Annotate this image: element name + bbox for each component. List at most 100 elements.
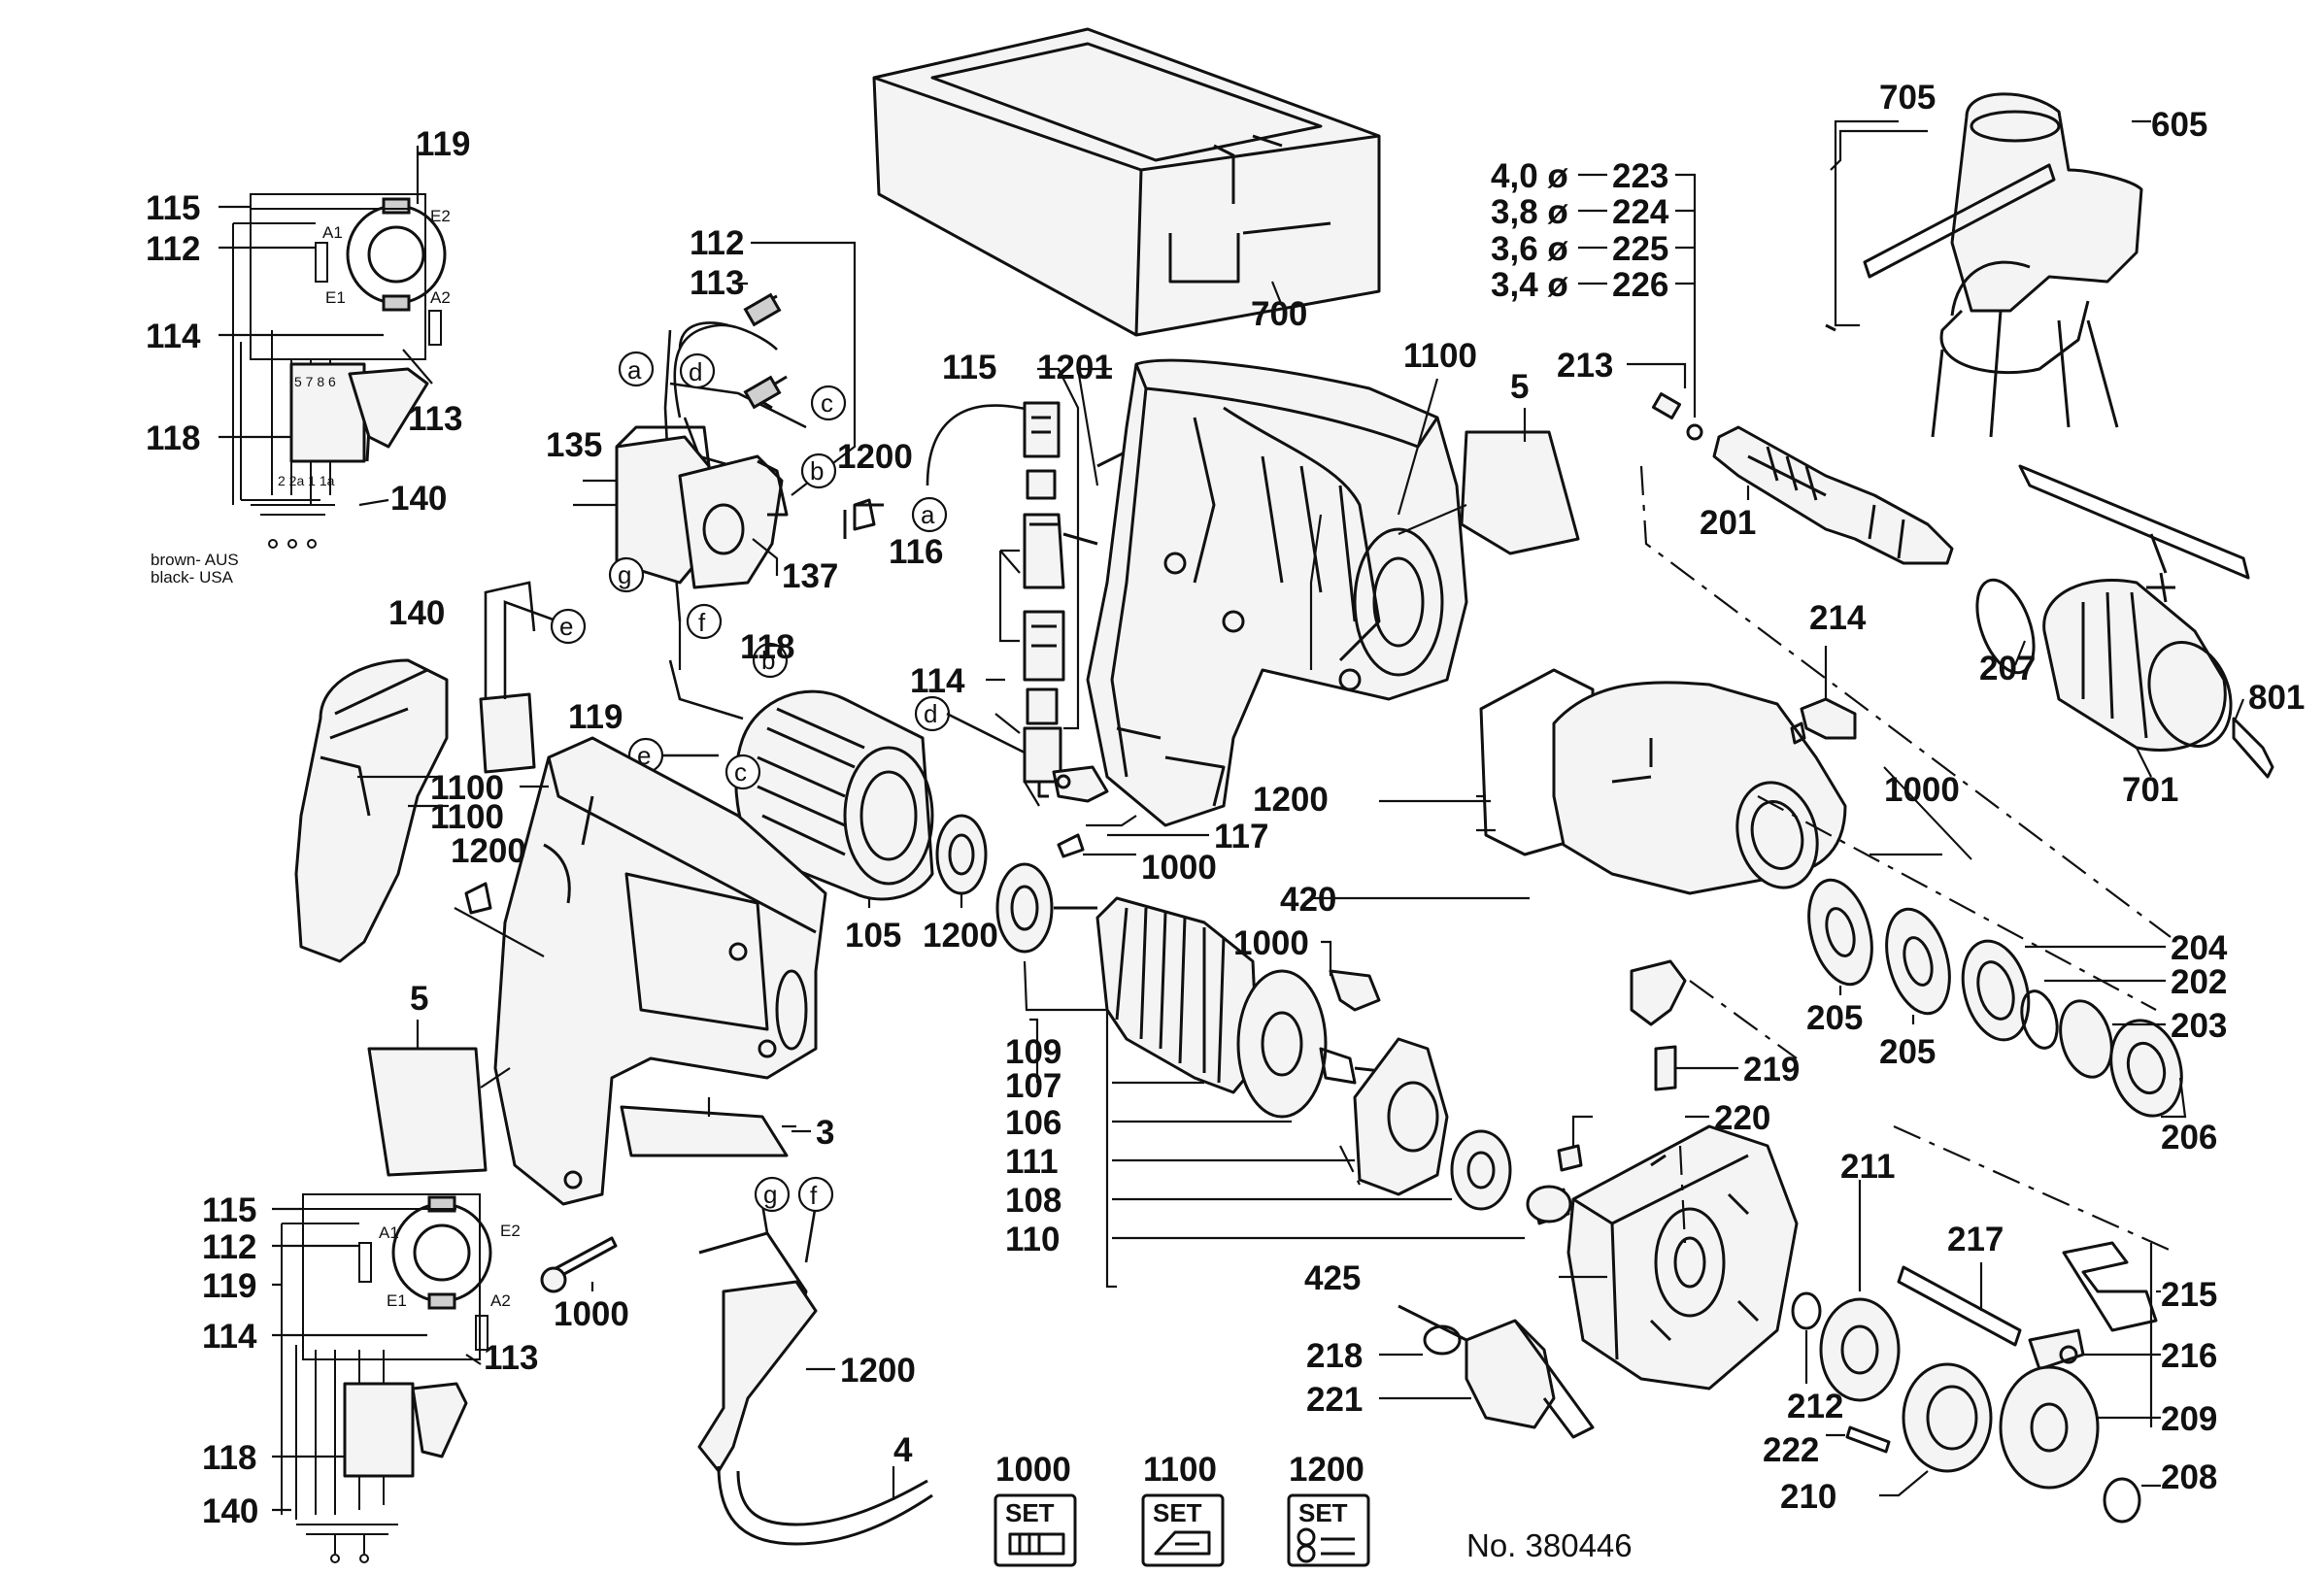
terminal-a2-bottom: A2	[490, 1291, 511, 1310]
label-118-stator: 118	[740, 628, 794, 666]
label-116: 116	[889, 533, 943, 571]
label-4: 4	[893, 1431, 913, 1469]
top-schematic-label-112: 112	[146, 230, 200, 268]
label-135: 135	[546, 426, 602, 464]
brush-holders: a d 115 1201 116 114	[889, 349, 1157, 807]
label-206: 206	[2161, 1119, 2217, 1156]
terminal-a1: A1	[322, 223, 343, 242]
terminal-e2: E2	[430, 207, 451, 225]
brush-part-224: 224	[1612, 193, 1669, 231]
label-201: 201	[1700, 504, 1756, 542]
bottom-schematic-label-114: 114	[202, 1318, 257, 1356]
connector-b-stator: b	[761, 646, 775, 675]
terminal-a1-bottom: A1	[379, 1223, 399, 1242]
connector-d-switch: d	[689, 357, 702, 386]
set-number-1100: 1100	[1143, 1451, 1217, 1489]
label-1000-gear: 1000	[1884, 771, 1960, 809]
label-207: 207	[1979, 650, 2036, 687]
switch-assembly: a d c b g f 112 113 135 137 1200	[546, 224, 913, 670]
label-222: 222	[1763, 1431, 1819, 1469]
armature: 1000	[995, 862, 1399, 1119]
gearing-small-parts: 211 212 217 215 216 209 208 210 222 218	[1306, 1148, 2217, 1524]
label-106: 106	[1005, 1104, 1061, 1142]
bottom-schematic-label-115: 115	[202, 1191, 256, 1229]
assembly-axes	[1339, 465, 2176, 1255]
label-216: 216	[2161, 1337, 2217, 1375]
connector-a-switch: a	[627, 355, 642, 385]
top-schematic-label-113: 113	[408, 400, 462, 438]
connector-c-stator: c	[734, 757, 747, 787]
label-420: 420	[1280, 881, 1336, 919]
label-212: 212	[1787, 1388, 1843, 1425]
terminal-e1-bottom: E1	[387, 1291, 407, 1310]
label-114-brush: 114	[910, 662, 965, 700]
terminal-e1: E1	[325, 288, 346, 307]
connector-a-brush: a	[921, 500, 935, 529]
set-badge-1100: SET	[1153, 1498, 1202, 1527]
label-113: 113	[690, 264, 744, 302]
bottom-schematic-label-112: 112	[202, 1228, 256, 1266]
set-number-1200: 1200	[1289, 1451, 1364, 1489]
label-1000-clamp: 1000	[1141, 849, 1217, 887]
label-221: 221	[1306, 1381, 1363, 1419]
terminal-e2-bottom: E2	[500, 1222, 521, 1240]
connector-c-switch: c	[821, 388, 833, 418]
fan-baffle	[1353, 1037, 1572, 1223]
bottom-schematic-label-140: 140	[202, 1492, 258, 1530]
top-schematic-label-140: 140	[390, 480, 447, 518]
label-plates-left: 5 3	[367, 980, 834, 1177]
label-110: 110	[1005, 1221, 1060, 1258]
label-205-b: 205	[1879, 1033, 1936, 1071]
label-217: 217	[1947, 1221, 2004, 1258]
set-badge-1200: SET	[1298, 1498, 1348, 1527]
stator: b e c 118 119 105 1200	[568, 628, 998, 955]
connector-g-switch: g	[618, 560, 631, 589]
label-701: 701	[2122, 771, 2178, 809]
label-204: 204	[2171, 929, 2228, 967]
label-1100-left: 1100	[430, 769, 504, 807]
set-boxes: 1000 SET 1100 SET 1200 SET	[994, 1451, 1370, 1567]
terminal-a2: A2	[430, 288, 451, 307]
label-211: 211	[1840, 1148, 1895, 1186]
housing-half-left: 1100	[430, 736, 827, 1206]
wiring-schematic-top: A1 E2 E1 A2 5 7 8 6 2 2a 1 1a brown- AUS…	[146, 125, 470, 586]
label-107: 107	[1005, 1067, 1061, 1105]
label-plate-top: 5	[1398, 368, 1580, 555]
brush-size-table: 4,0 ø 3,8 ø 3,6 ø 3,4 ø 223 224 225 226	[1491, 157, 1703, 441]
label-218: 218	[1306, 1337, 1363, 1375]
switch-terminals-bottom: 2 2a 1 1a	[278, 473, 335, 488]
brush-size-2: 3,8 ø	[1491, 193, 1568, 231]
label-1100-housing: 1100	[1403, 337, 1477, 375]
bottom-schematic-label-113: 113	[484, 1339, 538, 1377]
label-208: 208	[2161, 1458, 2217, 1496]
label-108: 108	[1005, 1182, 1061, 1220]
label-3: 3	[816, 1114, 834, 1152]
brush-part-225: 225	[1612, 230, 1668, 268]
top-schematic-label-115: 115	[146, 189, 200, 227]
set-badge-1000: SET	[1005, 1498, 1055, 1527]
label-112: 112	[690, 224, 744, 262]
label-205-a: 205	[1806, 999, 1863, 1037]
label-111: 111	[1005, 1143, 1059, 1181]
brush-size-1: 4,0 ø	[1491, 157, 1568, 195]
label-140-capacitor: 140	[388, 594, 445, 632]
wire-note-line-2: black- USA	[151, 568, 234, 586]
label-115-brush: 115	[942, 349, 996, 386]
bottom-schematic-label-119: 119	[202, 1267, 256, 1305]
label-119-stator: 119	[568, 698, 623, 736]
top-schematic-label-118: 118	[146, 419, 200, 457]
bearings-and-gears: 204 202 203 206 205 205	[1806, 878, 2228, 1156]
cable-clamp: 117 1000	[1052, 765, 1268, 887]
brush-part-226: 226	[1612, 266, 1668, 304]
label-117: 117	[1214, 818, 1268, 855]
label-1200-handle: 1200	[451, 832, 526, 870]
connector-e-capacitor: e	[559, 612, 573, 641]
label-213: 213	[1557, 347, 1613, 385]
label-137: 137	[782, 557, 838, 595]
wiring-schematic-bottom: A1 E2 E1 A2 115 112 119 114 118 140 113	[202, 1191, 538, 1563]
label-105: 105	[845, 917, 901, 955]
carry-case: 700	[872, 27, 1381, 337]
label-425: 425	[1304, 1259, 1361, 1297]
label-202: 202	[2171, 963, 2227, 1001]
